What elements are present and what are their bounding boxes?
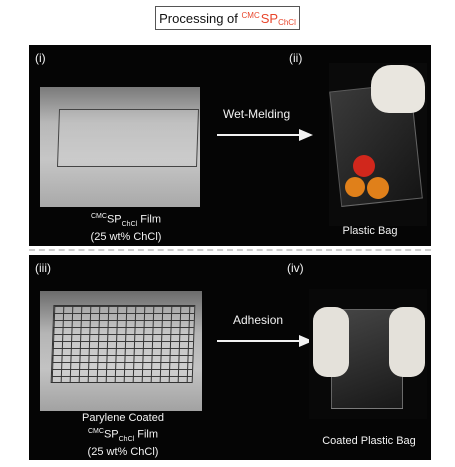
tomato-orange-left bbox=[345, 177, 365, 197]
caption-coated-line1: Parylene Coated bbox=[82, 412, 164, 424]
caption-plastic-bag: Plastic Bag bbox=[342, 225, 398, 237]
caption-film-main: SP bbox=[106, 213, 122, 226]
tomato-orange-right bbox=[367, 177, 389, 199]
adhesion-arrow: Adhesion bbox=[215, 313, 315, 353]
plastic-bag-photo bbox=[329, 63, 427, 226]
glove-left bbox=[313, 307, 349, 377]
arrow-label-adhesion: Adhesion bbox=[233, 313, 284, 327]
figure-title: Processing of CMCSPChCl bbox=[155, 6, 300, 30]
title-main: SP bbox=[260, 10, 279, 26]
panel-label-ii: (ii) bbox=[289, 51, 303, 65]
film-photo bbox=[40, 87, 200, 207]
grid-pattern bbox=[50, 305, 196, 383]
panel-top: (i) (ii) Wet-Melding CMCSPChCl Film (25 … bbox=[29, 45, 431, 246]
caption-coated-film: Parylene Coated CMCSPChCl Film (25 wt% C… bbox=[43, 412, 203, 459]
caption-coated-line3: (25 wt% ChCl) bbox=[87, 445, 159, 458]
panel-label-iv: (iv) bbox=[287, 261, 304, 275]
caption-coated-plastic-bag: Coated Plastic Bag bbox=[322, 435, 416, 447]
coated-bag-photo bbox=[309, 289, 427, 419]
dashed-divider bbox=[29, 249, 431, 251]
title-prefix: Processing of bbox=[159, 10, 238, 26]
tomato-red bbox=[353, 155, 375, 177]
title-sub: ChCl bbox=[278, 17, 296, 27]
title-sup: CMC bbox=[241, 10, 260, 20]
caption-film-suffix: Film bbox=[137, 213, 162, 226]
glove-right bbox=[389, 307, 425, 377]
caption-film-sup: CMC bbox=[90, 213, 107, 220]
caption-film-line2: (25 wt% ChCl) bbox=[90, 230, 162, 243]
panel-bottom: (iii) (iv) Adhesion Parylene Coated CMCS… bbox=[29, 255, 431, 460]
caption-coated-sub: ChCl bbox=[118, 435, 135, 443]
caption-coated-suffix: Film bbox=[134, 428, 159, 441]
film-sheet bbox=[56, 109, 200, 167]
wet-melding-arrow: Wet-Melding bbox=[215, 107, 315, 147]
caption-film-sub: ChCl bbox=[121, 220, 138, 228]
right-arrow-icon bbox=[217, 129, 313, 141]
arrow-label-wet-melding: Wet-Melding bbox=[223, 107, 291, 121]
right-arrow-icon bbox=[217, 335, 313, 347]
caption-coated-sup: CMC bbox=[87, 428, 104, 435]
caption-coated-main: SP bbox=[103, 428, 119, 441]
panel-label-iii: (iii) bbox=[35, 261, 51, 275]
coated-film-photo bbox=[40, 291, 202, 411]
panel-label-i: (i) bbox=[35, 51, 46, 65]
glove bbox=[371, 65, 425, 113]
title-compound: CMCSPChCl bbox=[241, 10, 296, 27]
caption-film: CMCSPChCl Film (25 wt% ChCl) bbox=[51, 210, 201, 244]
